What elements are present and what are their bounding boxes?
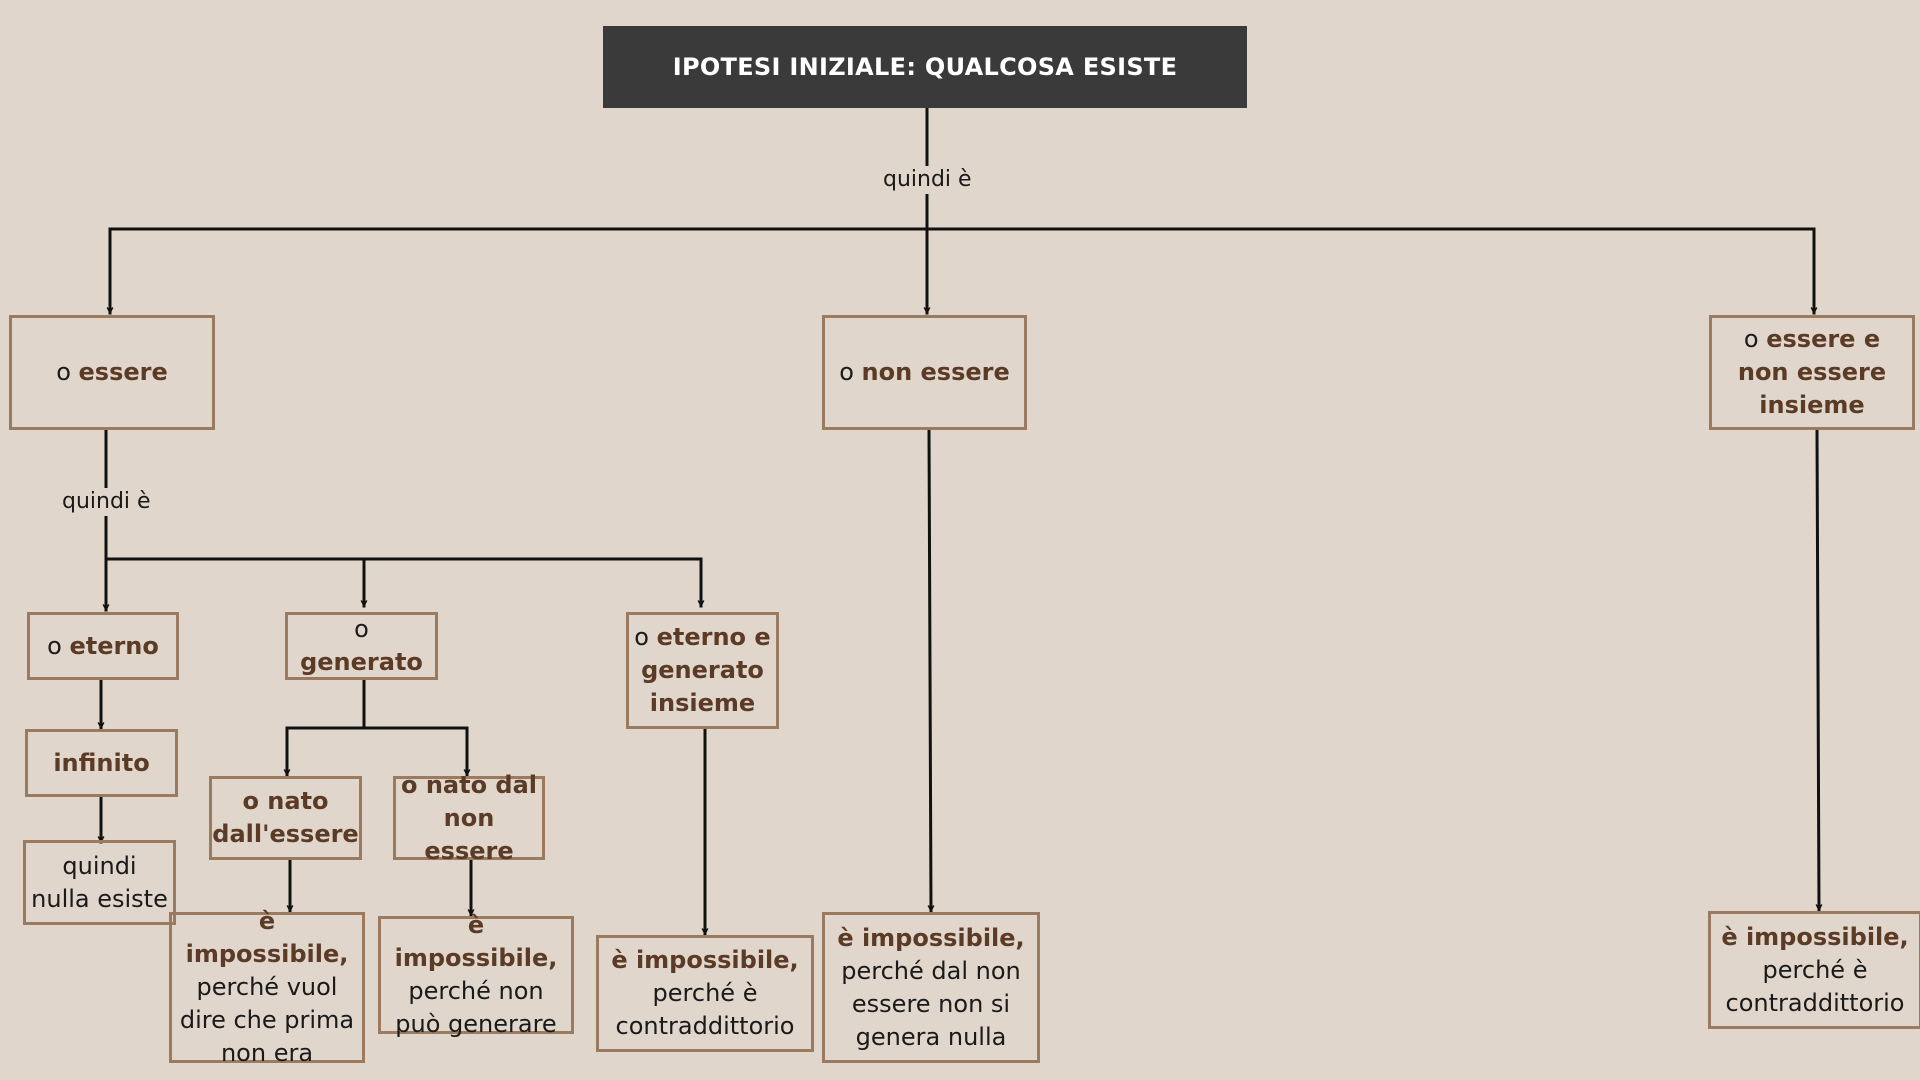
node-non-essere: o non essere bbox=[822, 315, 1027, 430]
node-imp-generare: è impossibile,perché non può generare bbox=[378, 911, 574, 1038]
node-essere: o essere bbox=[9, 315, 215, 430]
edge-entrambi-imp bbox=[1815, 428, 1819, 912]
node-imp-contraddittorio-1: è impossibile,perché è contraddittorio bbox=[596, 935, 814, 1052]
node-eterno-generato: o eterno e generato insieme bbox=[626, 612, 779, 729]
title-box: IPOTESI INIZIALE: QUALCOSA ESISTE bbox=[603, 26, 1247, 108]
edge-label-essere: quindi è bbox=[58, 488, 155, 516]
edge-non-essere-imp bbox=[927, 428, 931, 913]
node-nato-non-essere: o nato dal non essere bbox=[393, 771, 545, 865]
node-entrambi: o essere e non essere insieme bbox=[1709, 315, 1915, 430]
node-imp-nulla: è impossibile,perché dal non essere non … bbox=[822, 912, 1040, 1063]
diagram-title: IPOTESI INIZIALE: QUALCOSA ESISTE bbox=[672, 53, 1178, 81]
edge-label-top: quindi è bbox=[879, 166, 976, 194]
node-eterno: o eterno bbox=[27, 612, 179, 680]
node-imp-prima: è impossibile,perché vuol dire che prima… bbox=[169, 907, 365, 1067]
node-nato-essere: o nato dall'essere bbox=[209, 776, 362, 860]
node-imp-contraddittorio-2: è impossibile,perché è contraddittorio bbox=[1708, 911, 1920, 1029]
node-infinito: infinito bbox=[25, 729, 178, 797]
node-generato: o generato bbox=[285, 612, 438, 680]
node-nulla-esiste: quindi nulla esiste bbox=[23, 840, 176, 925]
